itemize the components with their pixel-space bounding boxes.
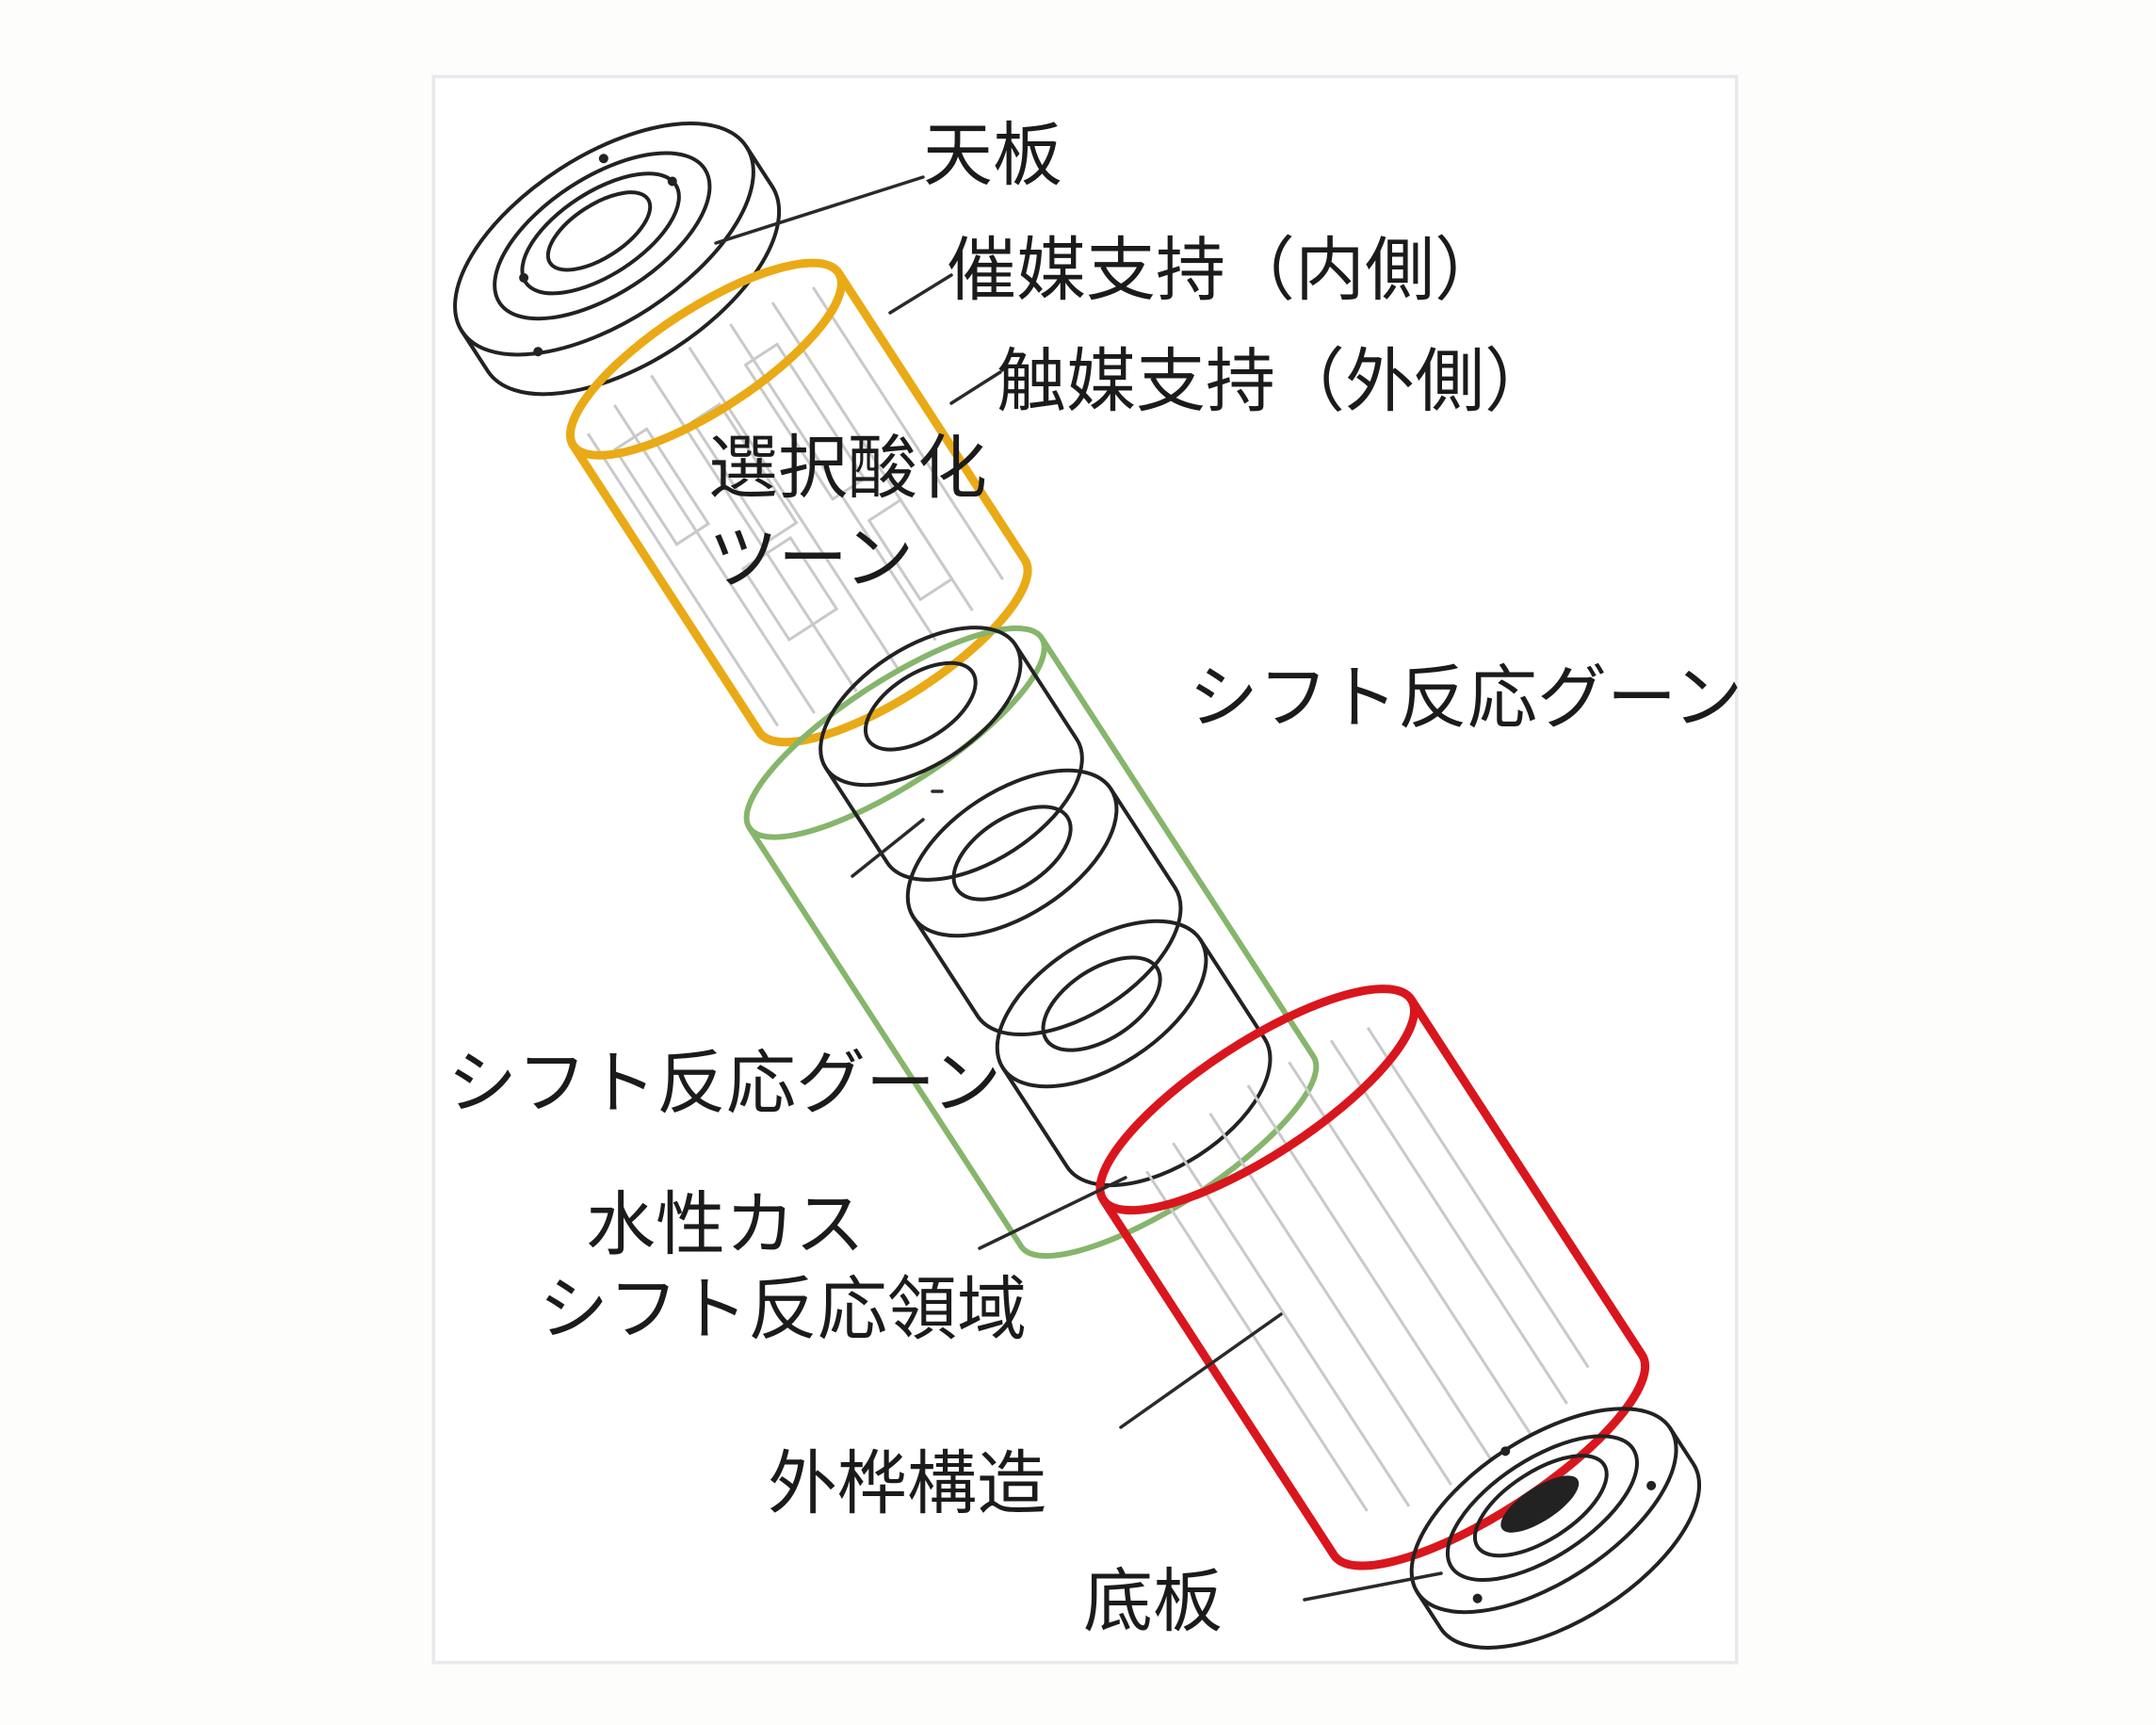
labels: 天板 催媒支持（内側） 触媒支持（外側） 選択酸化 ツーン シフト反応グーン シ… (447, 115, 1743, 1642)
leader-water-gas (978, 1176, 1127, 1250)
label-catalyst-support-outer: 触媒支持（外側） (997, 341, 1554, 422)
shift-ring-1 (819, 626, 1084, 882)
label-catalyst-support-inner: 催媒支持（内側） (947, 230, 1504, 311)
label-water-gas-line1: 水性カス (586, 1184, 865, 1265)
label-shift-reaction-upper: シフト反応グーン (1189, 658, 1743, 739)
leader-shift-lower (851, 818, 925, 878)
label-selective-oxidation-line1: 選択酸化 (708, 428, 987, 509)
leader-bottom-plate (1303, 1571, 1443, 1602)
leader-catalyst-inner (888, 273, 953, 315)
label-bottom-plate: 底板 (1083, 1561, 1223, 1642)
label-selective-oxidation-line2: ツーン (708, 518, 914, 599)
leader-lines (714, 175, 1443, 1602)
label-water-gas-line2: シフト反応領域 (539, 1269, 1027, 1350)
label-top-plate: 天板 (923, 115, 1062, 196)
outer-frame-cylinder (1095, 985, 1650, 1570)
selective-oxidation-cylinder (565, 258, 1032, 747)
bottom-plate-drawing (1409, 1407, 1701, 1650)
shift-ring-3 (995, 919, 1273, 1188)
leader-outer-frame (1119, 1312, 1283, 1429)
leader-top-plate (714, 175, 925, 245)
label-shift-reaction-lower: シフト反応グーン (447, 1043, 1001, 1124)
label-outer-frame-structure: 外桦構造 (768, 1443, 1046, 1524)
leader-catalyst-outer (949, 370, 1002, 405)
